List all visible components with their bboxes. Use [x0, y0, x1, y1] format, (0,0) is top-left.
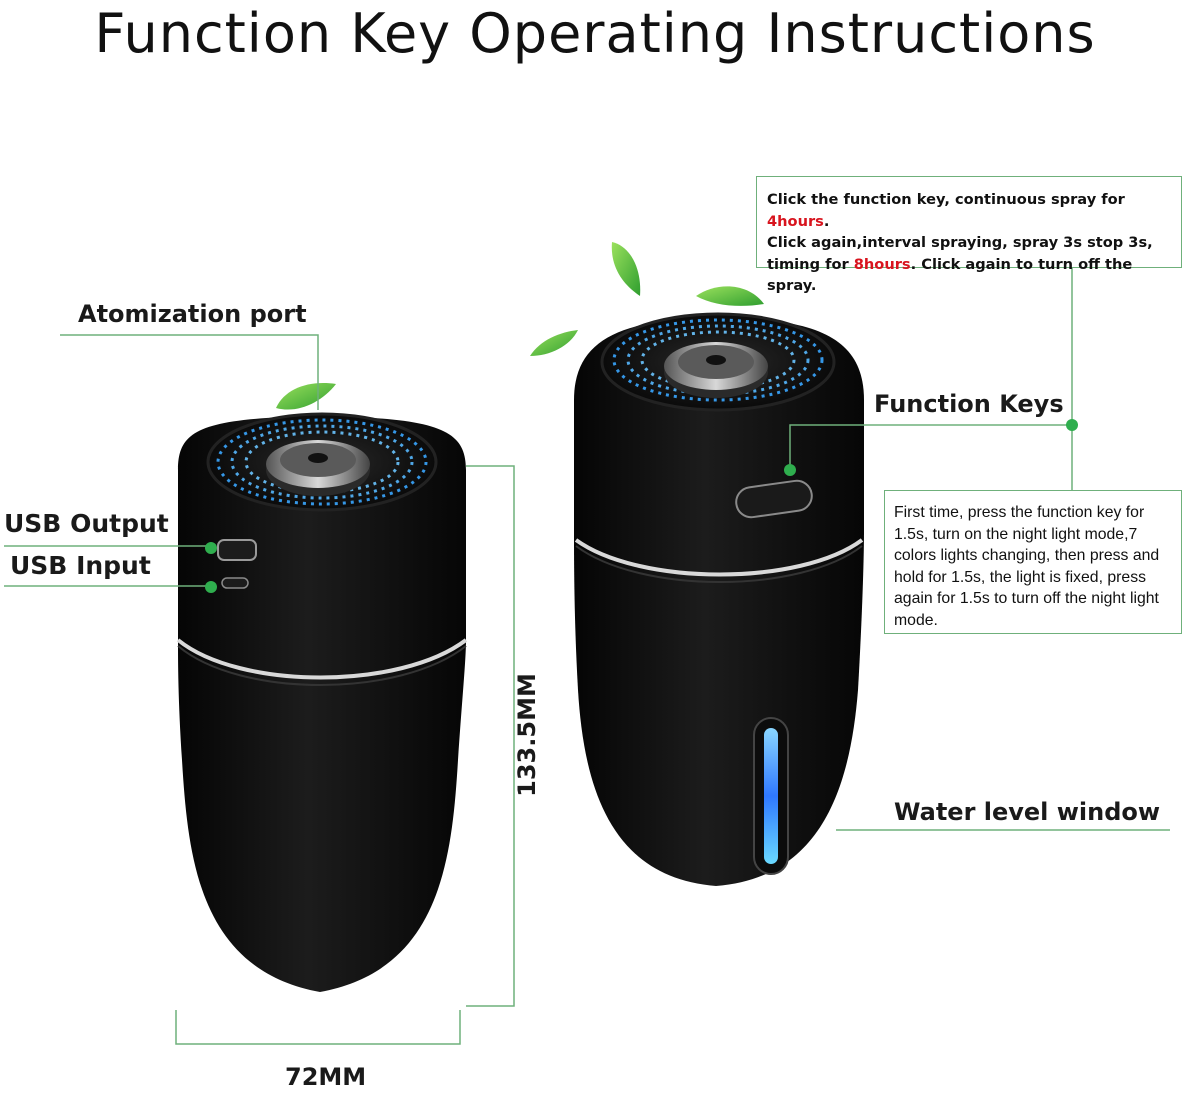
function-keys-marker: [1066, 419, 1078, 431]
spray-line-1-end: .: [823, 212, 830, 230]
dimension-lines: [175, 465, 515, 1045]
usb-output-marker: [205, 542, 217, 554]
spray-line-2: Click again,interval spraying, spray 3s …: [767, 234, 1153, 252]
page-title: Function Key Operating Instructions: [94, 2, 1096, 65]
spray-line-1-text: Click the function key, continuous spray…: [767, 191, 1125, 208]
function-key-marker: [784, 464, 796, 476]
spray-line-3-end: . Click again to turn off the spray.: [767, 255, 1133, 295]
spray-line-3-text: timing for: [767, 255, 854, 273]
function-keys-label: Function Keys: [874, 390, 1064, 418]
leaf-icon: [530, 330, 578, 356]
humidifier-side-view: [574, 312, 864, 886]
spray-instructions-box: Click the function key, continuous spray…: [756, 176, 1182, 294]
leaf-icon: [276, 383, 336, 410]
spray-line-3: timing for 8hours. Click again to turn o…: [767, 254, 1171, 297]
usb-output-label: USB Output: [4, 509, 169, 538]
usb-input-marker: [205, 581, 217, 593]
water-level-window-label: Water level window: [894, 798, 1161, 826]
leaf-icon: [696, 286, 764, 306]
atomization-port-label: Atomization port: [78, 300, 307, 328]
interval-duration-highlight: 8hours: [853, 255, 911, 273]
spray-duration-highlight: 4hours: [767, 212, 824, 230]
height-dimension: 133.5MM: [513, 673, 541, 797]
night-light-instructions-text: First time, press the function key for 1…: [894, 504, 1160, 629]
width-dimension: 72MM: [285, 1063, 367, 1091]
leaf-icon: [611, 242, 641, 296]
spray-line-1: Click the function key, continuous spray…: [767, 189, 1171, 232]
callout-lines-right: [789, 268, 1170, 831]
night-light-instructions-box: First time, press the function key for 1…: [884, 490, 1182, 634]
callout-lines-left: [4, 334, 319, 587]
humidifier-front-view: [176, 412, 468, 992]
usb-input-label: USB Input: [10, 551, 151, 580]
